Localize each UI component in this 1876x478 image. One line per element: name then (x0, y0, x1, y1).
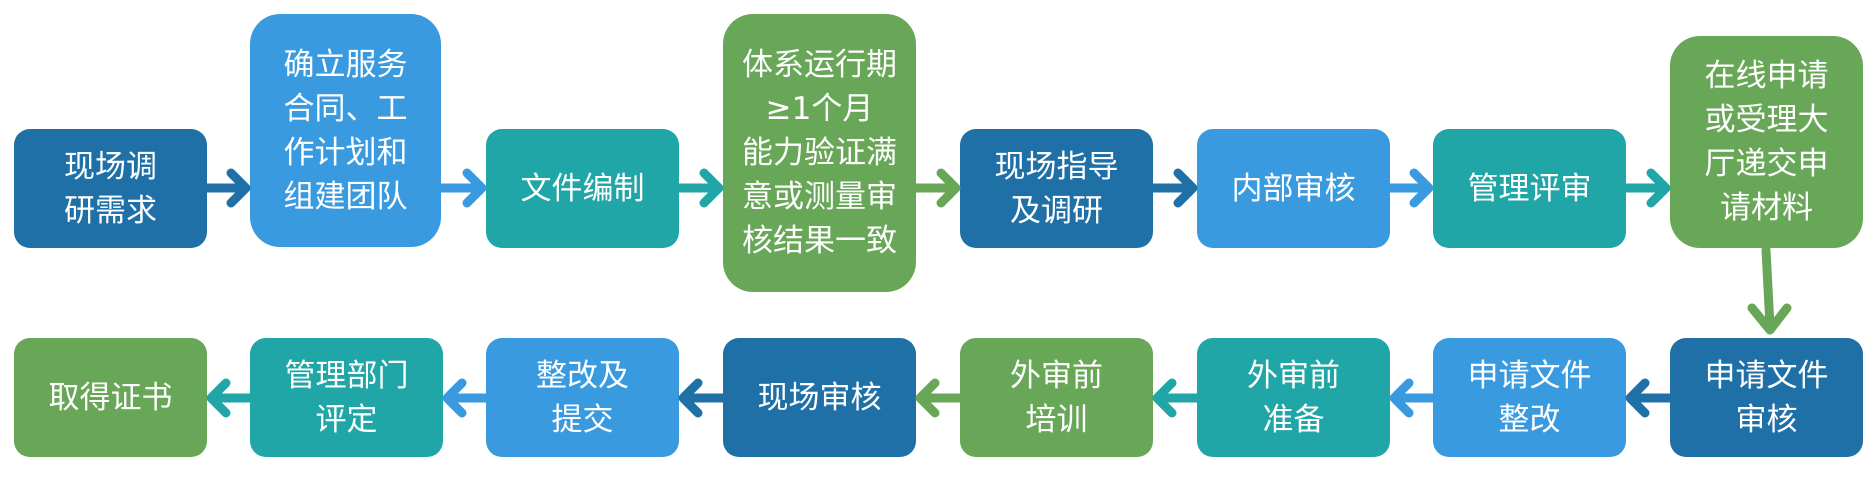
step-pre-audit-training: 外审前 培训 (960, 338, 1153, 457)
arrow-t8-t7 (1625, 378, 1675, 418)
arrow-t6-t5 (1152, 378, 1202, 418)
arrow-s6-s7 (1385, 168, 1434, 208)
step-management-review: 管理评审 (1433, 129, 1626, 248)
arrow-s8-t8 (1747, 245, 1792, 335)
step-onsite-audit: 现场审核 (723, 338, 916, 457)
arrow-s2-s3 (436, 168, 487, 208)
step-obtain-certificate: 取得证书 (14, 338, 207, 457)
step-submit-application: 在线申请 或受理大 厅递交申 请材料 (1670, 36, 1863, 248)
step-authority-evaluation: 管理部门 评定 (250, 338, 443, 457)
arrow-s1-s2 (202, 168, 251, 208)
arrow-s7-s8 (1621, 168, 1671, 208)
step-rectify-submit: 整改及 提交 (486, 338, 679, 457)
step-pre-audit-preparation: 外审前 准备 (1197, 338, 1390, 457)
step-document-preparation: 文件编制 (486, 129, 679, 248)
step-onsite-guidance: 现场指导 及调研 (960, 129, 1153, 248)
step-field-survey: 现场调 研需求 (14, 129, 207, 248)
arrow-s4-s5 (911, 168, 961, 208)
arrow-s3-s4 (674, 168, 724, 208)
step-application-review: 申请文件 审核 (1670, 338, 1863, 457)
arrow-s5-s6 (1148, 168, 1198, 208)
arrow-t4-t3 (678, 378, 728, 418)
arrow-t7-t6 (1389, 378, 1438, 418)
step-system-operation: 体系运行期 ≥1个月 能力验证满 意或测量审 核结果一致 (723, 14, 916, 292)
arrow-t3-t2 (442, 378, 491, 418)
arrow-t2-t1 (206, 378, 255, 418)
arrow-t5-t4 (915, 378, 965, 418)
step-service-contract: 确立服务 合同、工 作计划和 组建团队 (250, 14, 441, 247)
step-internal-audit: 内部审核 (1197, 129, 1390, 248)
step-application-rectification: 申请文件 整改 (1433, 338, 1626, 457)
